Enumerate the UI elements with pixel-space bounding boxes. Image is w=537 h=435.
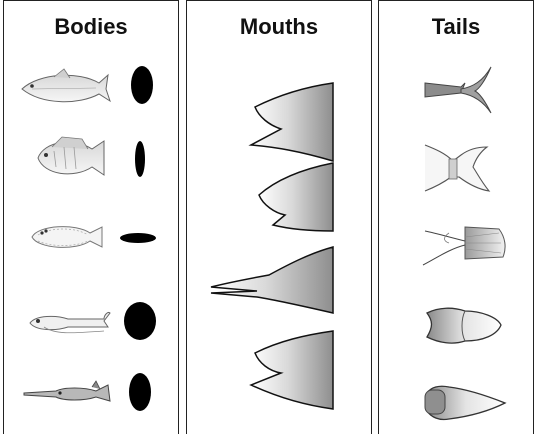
pointed-tail-icon (425, 386, 505, 419)
wide-mouth-icon (251, 83, 333, 161)
tails-illustrations (379, 1, 534, 434)
lunate-tail-icon (425, 67, 491, 113)
sunfish-cross-section-icon (135, 141, 145, 177)
forked-tail-icon (425, 145, 489, 191)
gar-body-icon (24, 381, 110, 401)
beak-mouth-icon (211, 247, 333, 313)
flounder-cross-section-icon (120, 233, 156, 243)
dragonfish-cross-section-icon (124, 302, 156, 340)
fan-tail-icon (423, 227, 505, 265)
bodies-panel: Bodies (3, 0, 179, 434)
tails-panel: Tails (378, 0, 534, 434)
rounded-tail-icon (427, 308, 501, 343)
dragonfish-body-icon (30, 312, 110, 332)
mouths-illustrations (187, 1, 372, 434)
sunfish-body-icon (38, 137, 104, 175)
tuna-body-icon (22, 69, 110, 102)
tuna-cross-section-icon (131, 66, 153, 104)
gar-cross-section-icon (129, 373, 151, 411)
upturned-mouth-icon (259, 163, 333, 231)
bodies-illustrations (4, 1, 179, 434)
flounder-body-icon (32, 227, 102, 248)
mouths-panel: Mouths (186, 0, 372, 434)
gaping-mouth-icon (251, 331, 333, 409)
